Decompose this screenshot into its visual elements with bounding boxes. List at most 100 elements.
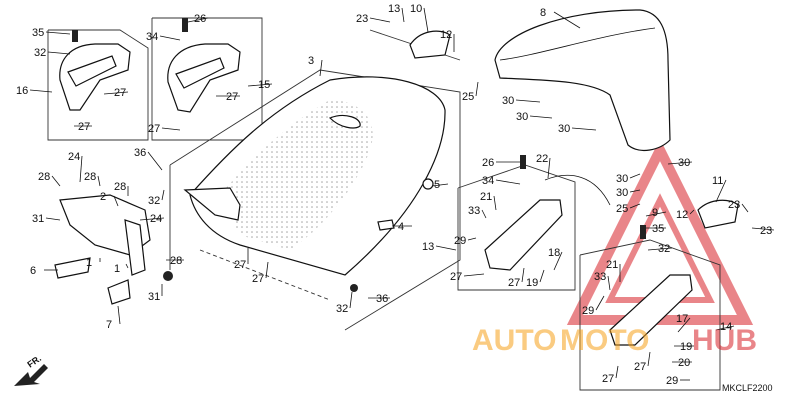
callout-number: 15 [258, 79, 270, 91]
callout-28: 28 [84, 171, 101, 187]
callout-leader [29, 89, 53, 93]
callout-leader [161, 189, 165, 201]
callout-leader [493, 195, 497, 211]
callout-35: 35 [646, 223, 666, 235]
callout-number: 27 [78, 121, 90, 133]
callout-36: 36 [368, 293, 390, 305]
callout-number: 19 [680, 341, 692, 353]
callout-30: 30 [667, 157, 693, 169]
callout-leader [467, 237, 477, 241]
callout-leader [159, 35, 181, 41]
callout-27: 27 [602, 365, 619, 385]
callout-leader [715, 325, 735, 331]
callout-number: 31 [32, 213, 44, 225]
callout-27: 27 [216, 91, 240, 103]
callout-25: 25 [616, 203, 641, 215]
callout-leader [521, 267, 525, 283]
callout-number: 30 [558, 123, 570, 135]
callout-leader [349, 291, 353, 309]
callout-number: 32 [34, 47, 46, 59]
callout-19: 19 [526, 269, 545, 289]
callout-number: 30 [616, 187, 628, 199]
diagram-code: MKCLF2200 [722, 383, 773, 393]
callout-leader [607, 275, 611, 291]
callout-20: 20 [672, 357, 692, 369]
callout-number: 35 [652, 223, 664, 235]
backrest-bracket-right [609, 274, 693, 346]
callout-number: 6 [30, 265, 36, 277]
front-marker: FR. [25, 353, 43, 370]
callout-number: 20 [678, 357, 690, 369]
callout-25: 25 [462, 81, 479, 103]
callout-2: 2 [100, 191, 119, 207]
callout-27: 27 [252, 261, 269, 285]
callout-27: 27 [508, 267, 525, 289]
callout-35: 35 [32, 27, 71, 39]
callout-leader [265, 261, 269, 279]
callout-5: 5 [431, 179, 449, 191]
callout-leader [369, 17, 391, 23]
callout-number: 2 [100, 191, 106, 203]
callout-number: 3 [308, 55, 314, 67]
callout-leader [431, 183, 449, 187]
callout-number: 1 [114, 263, 120, 275]
callout-23: 23 [356, 13, 391, 25]
callout-1: 1 [86, 257, 101, 269]
part-7 [107, 279, 131, 305]
callout-leader [187, 17, 209, 23]
callout-number: 24 [150, 213, 162, 225]
callout-number: 27 [226, 91, 238, 103]
callout-13: 13 [422, 241, 457, 253]
callout-leader [247, 83, 273, 87]
callout-leader [677, 317, 691, 333]
callout-number: 23 [356, 13, 368, 25]
callout-12: 12 [676, 209, 695, 221]
callout-10: 10 [410, 3, 429, 33]
callout-8: 8 [540, 7, 581, 29]
callout-number: 27 [234, 259, 246, 271]
callout-number: 23 [728, 199, 740, 211]
cover-10 [409, 30, 451, 59]
callout-29: 29 [666, 375, 690, 387]
callout-leader [319, 59, 323, 77]
watermark-auto: AUTO [472, 324, 556, 357]
callout-number: 14 [720, 321, 732, 333]
callout-number: 1 [86, 257, 92, 269]
callout-number: 28 [170, 255, 182, 267]
callout-number: 13 [422, 241, 434, 253]
callout-1: 1 [114, 263, 129, 275]
callout-number: 28 [114, 181, 126, 193]
callout-32: 32 [647, 243, 673, 255]
callout-24: 24 [68, 151, 83, 183]
callout-27: 27 [634, 351, 651, 373]
callout-26: 26 [482, 157, 520, 169]
callout-4: 4 [392, 221, 412, 233]
callout-number: 8 [540, 7, 546, 19]
backrest [494, 9, 671, 152]
callout-leader [103, 91, 129, 95]
group-box-13 [457, 164, 576, 291]
callout-30: 30 [616, 173, 641, 185]
part-6 [54, 257, 91, 279]
callout-34: 34 [482, 175, 521, 187]
group-box-16 [47, 29, 149, 141]
callout-leader [45, 217, 61, 221]
callout-leader [539, 269, 545, 283]
callout-leader [647, 351, 651, 367]
callout-number: 32 [658, 243, 670, 255]
callout-33: 33 [468, 205, 487, 219]
callout-30: 30 [616, 187, 641, 199]
callout-28: 28 [114, 181, 129, 196]
callout-leader [667, 161, 693, 165]
callout-number: 32 [336, 303, 348, 315]
callout-leader [629, 189, 641, 193]
callout-leader [751, 227, 775, 231]
callout-leader [45, 31, 71, 35]
callout-26: 26 [187, 13, 209, 25]
callout-leader [51, 175, 61, 187]
callout-30: 30 [516, 111, 553, 123]
callout-leader [715, 179, 727, 203]
fasteners [72, 18, 646, 292]
callout-leader [515, 99, 541, 103]
